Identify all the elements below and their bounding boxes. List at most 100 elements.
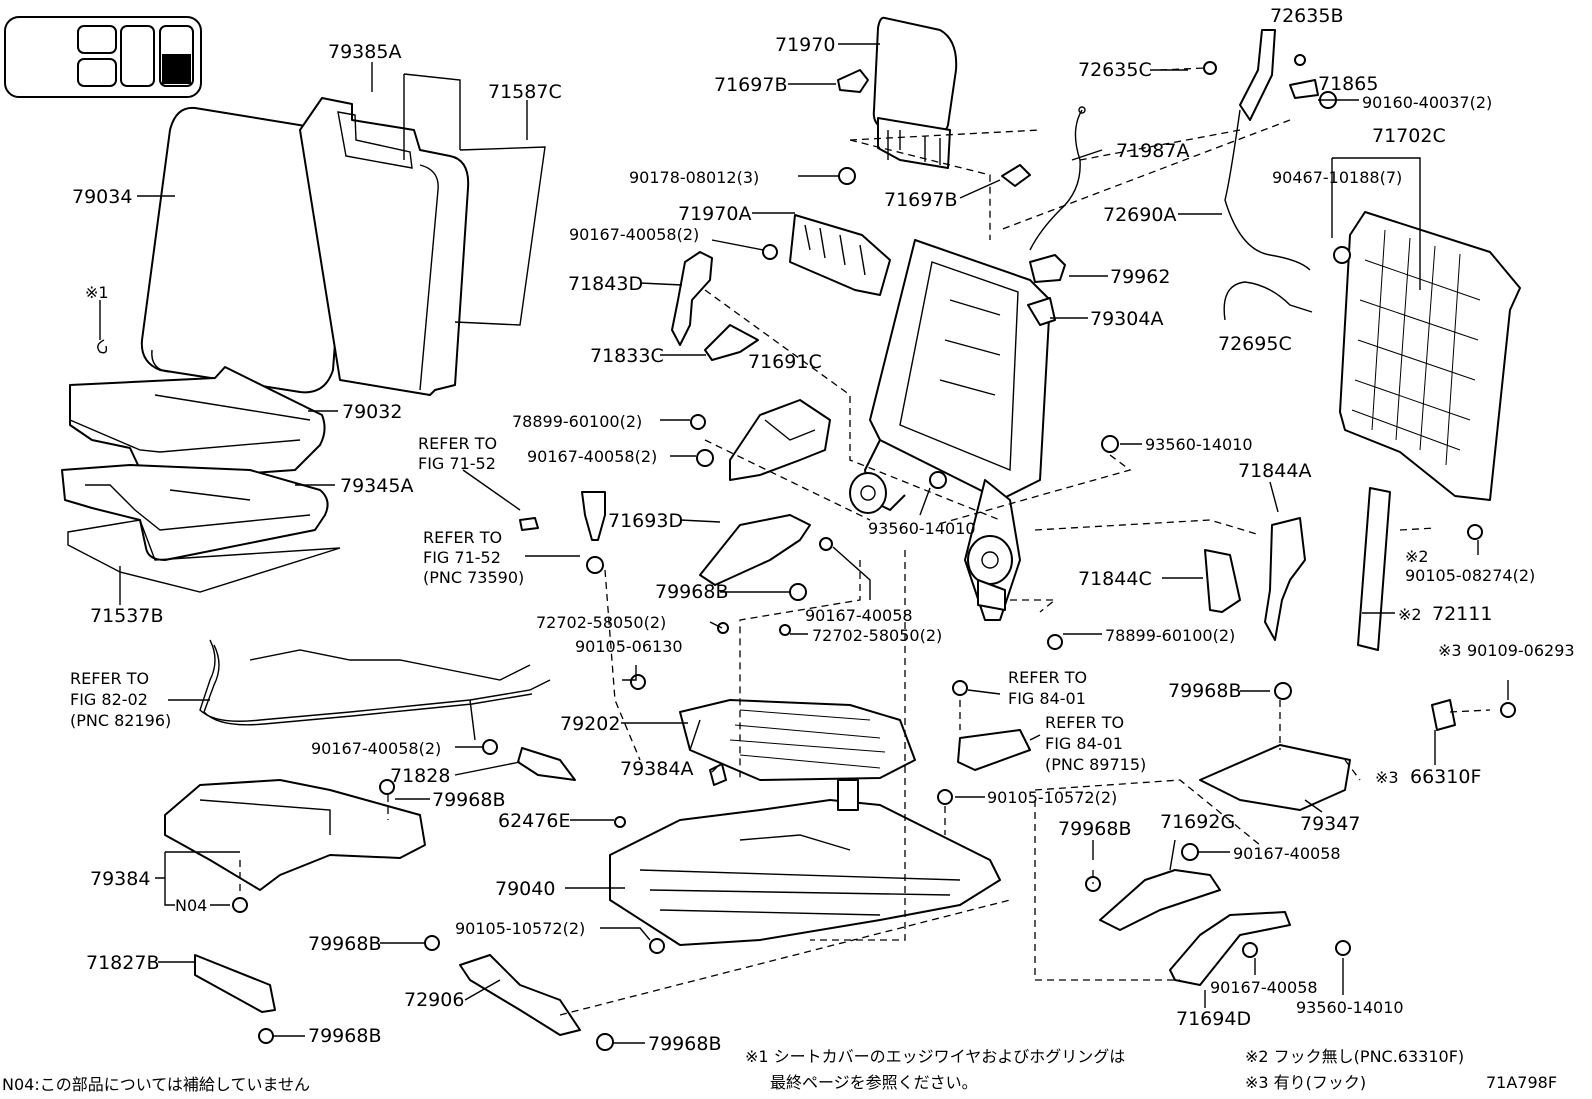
lock-rail-72635B — [1203, 29, 1306, 121]
bolt-93560-b — [929, 471, 947, 489]
label-79202: 79202 — [560, 713, 620, 735]
label-72635B: 72635B — [1270, 5, 1343, 27]
label-90167-e: 90167-40058 — [1233, 844, 1341, 863]
label-79384A: 79384A — [620, 758, 693, 780]
label-71833C: 71833C — [590, 345, 664, 367]
label-71970A: 71970A — [678, 203, 751, 225]
refer1-line1: REFER TO — [418, 434, 497, 453]
label-90109: 90109-06293 — [1467, 641, 1575, 660]
cushion-film-71537B — [67, 519, 341, 593]
bolt-93560-a — [1101, 435, 1119, 453]
footnote-n04: N04:この部品については補給していません — [2, 1075, 310, 1094]
label-72702-b: 72702-58050(2) — [812, 626, 942, 645]
bolt-90167-d — [482, 739, 498, 755]
label-71828: 71828 — [390, 765, 450, 787]
clip-N04 — [232, 897, 248, 913]
cover-71844C — [1204, 549, 1241, 613]
bracket-79384A — [709, 763, 727, 786]
label-79968B-6: 79968B — [1168, 680, 1241, 702]
label-71692G: 71692G — [1160, 811, 1235, 833]
cover-71693D — [699, 514, 811, 586]
label-79385A: 79385A — [328, 41, 401, 63]
label-79384: 79384 — [90, 868, 150, 890]
tray-79347 — [1199, 744, 1351, 811]
label-72635C: 72635C — [1078, 59, 1152, 81]
clip-79968B-3 — [258, 1028, 274, 1044]
refer2-line2: FIG 71-52 — [423, 548, 501, 567]
label-90167-b: 90167-40058(2) — [527, 447, 657, 466]
bolt-90167-c — [819, 537, 833, 551]
label-79968B-5: 79968B — [648, 1033, 721, 1055]
leader-lines — [99, 43, 1509, 1044]
label-93560-a: 93560-14010 — [1145, 435, 1253, 454]
label-93560-b: 93560-14010 — [868, 519, 976, 538]
diagram-code: 71A798F — [1486, 1073, 1557, 1092]
label-78899-b: 78899-60100(2) — [1105, 626, 1235, 645]
bracket-79304A — [1027, 297, 1056, 326]
clip-79968B-6 — [1274, 682, 1292, 700]
label-mark3-b: ※3 — [1375, 768, 1399, 787]
refer5-line2: FIG 84-01 — [1045, 734, 1123, 753]
wire-harness — [199, 639, 551, 741]
cover-71694D — [1169, 911, 1291, 986]
label-mark1: ※1 — [85, 283, 109, 302]
side-cover-79384 — [164, 779, 426, 891]
label-79962: 79962 — [1110, 266, 1170, 288]
cable-72695C — [1223, 281, 1313, 321]
refer2-line3: (PNC 73590) — [423, 568, 524, 587]
footnote-1-line1: ※1 シートカバーのエッジワイヤおよびホグリングは — [745, 1047, 1125, 1066]
label-90167-f: 90167-40058 — [1210, 978, 1318, 997]
bolt-72702-a — [717, 622, 729, 634]
bolt-90105-10572-a — [649, 938, 665, 954]
bolt-90167-b — [696, 449, 714, 467]
label-71702C: 71702C — [1372, 125, 1446, 147]
headrest-guide-71697B-2 — [1001, 164, 1031, 187]
refer3-line2: FIG 82-02 — [70, 690, 148, 709]
label-71844C: 71844C — [1078, 568, 1152, 590]
bolt-90167-e — [1181, 843, 1199, 861]
footnote-1-line2: 最終ページを参照ください。 — [770, 1073, 978, 1092]
bolt-90167-f — [1242, 942, 1258, 958]
bolt-90105-06130 — [630, 674, 646, 690]
seat-frame-79202 — [679, 699, 916, 781]
cushion-pad-79345A — [61, 464, 329, 561]
refer1-line2: FIG 71-52 — [418, 454, 496, 473]
label-79968B-3: 79968B — [308, 1025, 381, 1047]
label-71844A: 71844A — [1238, 460, 1311, 482]
cable-71987A — [1029, 106, 1086, 251]
label-71987A: 71987A — [1116, 140, 1189, 162]
label-71970: 71970 — [775, 34, 835, 56]
cable-72690A — [1224, 109, 1311, 271]
label-90160: 90160-40037(2) — [1362, 93, 1492, 112]
label-72695C: 72695C — [1218, 333, 1292, 355]
label-71693D: 71693D — [608, 510, 683, 532]
footnotes: N04:この部品については補給していません ※1 シートカバーのエッジワイヤおよ… — [2, 1047, 1557, 1094]
seat-position-indicator-icon — [4, 16, 202, 98]
clip-79968B-5 — [596, 1033, 614, 1051]
bracket-71833C — [704, 324, 759, 361]
nut-90178 — [838, 167, 856, 185]
label-79345A: 79345A — [340, 475, 413, 497]
bolt-78899-b — [1047, 634, 1063, 650]
label-66310F: 66310F — [1410, 766, 1481, 788]
label-79968B-4: 79968B — [308, 933, 381, 955]
bolt-72702-b — [779, 624, 791, 636]
refer3-line1: REFER TO — [70, 669, 149, 688]
cover-79962 — [1029, 254, 1066, 283]
label-90105-08274: 90105-08274(2) — [1405, 566, 1535, 585]
label-71691C: 71691C — [748, 351, 822, 373]
refer5-line1: REFER TO — [1045, 713, 1124, 732]
label-79968B-1: 79968B — [655, 581, 728, 603]
label-mark2-a: ※2 — [1405, 547, 1429, 566]
label-62476E: 62476E — [498, 810, 570, 832]
refer4-line2: FIG 84-01 — [1008, 689, 1086, 708]
label-90105-10572-a: 90105-10572(2) — [455, 919, 585, 938]
label-90167-d: 90167-40058(2) — [311, 739, 441, 758]
seat-adjuster-79040 — [609, 779, 1001, 946]
label-78899-a: 78899-60100(2) — [512, 412, 642, 431]
label-79347: 79347 — [1300, 813, 1360, 835]
label-90167-a: 90167-40058(2) — [569, 225, 699, 244]
seatback-pad-79385A — [299, 97, 470, 396]
cover-71692G — [1099, 869, 1221, 931]
